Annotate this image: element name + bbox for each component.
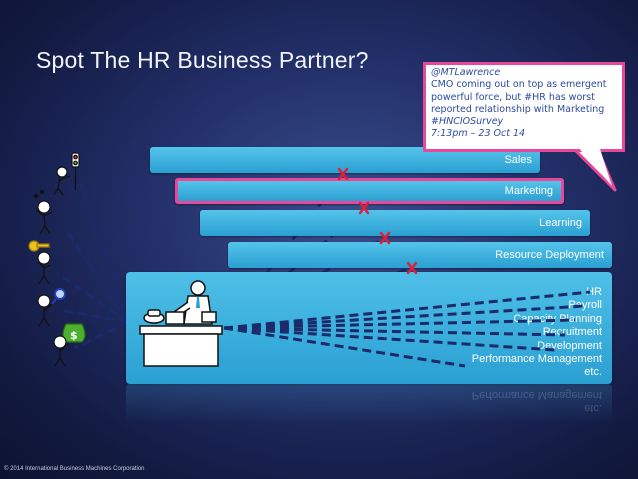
svg-text:$: $ — [70, 329, 78, 342]
magnifier-person-icon — [37, 288, 66, 327]
marketing-bar: Marketing — [175, 178, 564, 204]
hr-box-reflection: etc. Performance Management — [126, 384, 612, 424]
dash-line-person-4 — [59, 308, 129, 324]
tweet-handle: @MTLawrence — [431, 67, 501, 78]
hr-item-recruitment: Recruitment — [542, 326, 602, 339]
tweet-line-3: reported relationship with Marketing — [431, 103, 605, 115]
tweet-line-2: powerful force, but #HR has worst — [431, 91, 595, 103]
money-bag-person-icon: $ — [53, 323, 86, 367]
cross-sales-icon — [337, 167, 349, 181]
hr-item-etc: etc. — [584, 366, 602, 379]
copyright-notice: © 2014 International Business Machines C… — [4, 466, 145, 472]
dash-line-person-5 — [74, 320, 129, 350]
cross-marketing-icon — [358, 201, 370, 215]
cross-resource-icon — [406, 261, 418, 275]
traffic-light-person-icon — [53, 152, 80, 196]
dash-line-person-2 — [63, 227, 130, 323]
hr-function-list: HR Payroll Capacity Planning Recruitment… — [472, 286, 602, 380]
resource-deployment-bar: Resource Deployment — [228, 242, 612, 268]
resource-deployment-label: Resource Deployment — [495, 249, 604, 261]
slide-title: Spot The HR Business Partner? — [36, 47, 369, 73]
tweet-line-1: CMO coming out on top as emergent — [431, 79, 607, 91]
hr-desk-worker-icon — [139, 280, 223, 367]
sales-label: Sales — [504, 154, 532, 166]
tweet-timestamp: 7:13pm – 23 Oct 14 — [431, 128, 526, 140]
hr-item-payroll: Payroll — [568, 299, 602, 312]
learning-label: Learning — [539, 217, 582, 229]
tweet-bubble: @MTLawrence CMO coming out on top as eme… — [423, 62, 625, 152]
juggling-person-icon — [33, 189, 53, 235]
learning-bar: Learning — [200, 210, 590, 236]
hr-item-performance-management: Performance Management — [471, 353, 602, 366]
key-person-icon — [28, 240, 52, 285]
marketing-label: Marketing — [504, 185, 553, 197]
tweet-line-4: #HNCIOSurvey — [431, 116, 504, 128]
hr-item-hr: HR — [586, 286, 602, 298]
dash-line-person-1 — [78, 182, 130, 323]
cross-learning-icon — [379, 231, 391, 245]
